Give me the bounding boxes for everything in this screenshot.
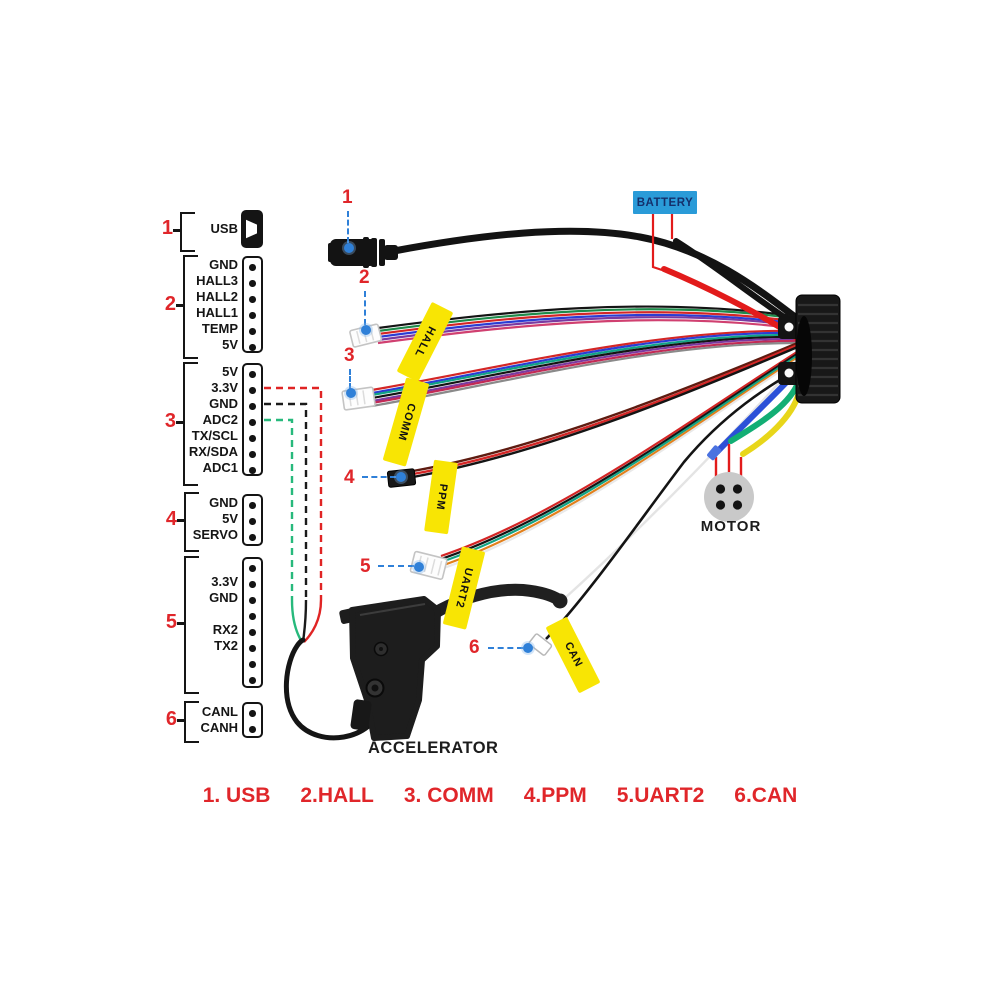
pin-label: GND: [209, 495, 238, 510]
legend-item: 1. USB: [202, 784, 271, 807]
legend-item: 5.UART2: [616, 784, 705, 807]
bracket-tick: [177, 719, 184, 722]
throttle-cable: [283, 637, 386, 741]
pin-label: ADC1: [202, 460, 238, 475]
pin-label: TEMP: [201, 321, 238, 336]
bracket-tick: [177, 622, 184, 625]
pin-label: RX/SDA: [188, 444, 238, 459]
callout-dot-3: [346, 388, 356, 398]
group-number-6: 6: [165, 708, 177, 730]
pin-label: HALL3: [196, 273, 238, 288]
group-bracket-1: [180, 212, 195, 252]
uart2-plug: [409, 550, 448, 580]
pin-label: RX2: [212, 622, 238, 637]
pin-label: HALL2: [196, 289, 238, 304]
callout-line-4: [362, 476, 396, 478]
pin-label: SERVO: [192, 527, 238, 542]
usb-port-icon: [241, 210, 263, 248]
group-number-4: 4: [165, 508, 177, 530]
pin-label: 5V: [222, 511, 238, 526]
callout-line-6: [488, 647, 523, 649]
legend-item: 2.HALL: [300, 784, 374, 807]
pin-connector-3: [242, 363, 263, 476]
pin-connector-4: [242, 494, 263, 546]
pin-label: GND: [209, 257, 238, 272]
motor-blue-band: [707, 445, 722, 461]
bracket-tick: [176, 304, 183, 307]
usb-cable: [328, 227, 803, 324]
callout-dot-1: [344, 243, 354, 253]
pin-connector-5: [242, 557, 263, 688]
motor-label: MOTOR: [700, 518, 762, 535]
pin-label: GND: [209, 590, 238, 605]
group-number-2: 2: [164, 293, 176, 315]
pin-connector-2: [242, 256, 263, 353]
legend: 1. USB 2.HALL 3. COMM 4.PPM 5.UART2 6.CA…: [0, 784, 1000, 808]
bracket-tick: [177, 519, 184, 522]
pin-label: GND: [209, 396, 238, 411]
callout-dot-2: [361, 325, 371, 335]
pin-label: CANL: [201, 704, 238, 719]
callout-line-5: [378, 565, 414, 567]
legend-item: 3. COMM: [403, 784, 494, 807]
white-wire: [564, 359, 801, 599]
pin-label: 5V: [222, 337, 238, 352]
bracket-tick: [173, 229, 180, 232]
uart2-wires: [440, 349, 801, 571]
bracket-tick: [176, 421, 183, 424]
hall-plug: [349, 323, 383, 348]
group-bracket-2: [183, 255, 198, 359]
callout-number-2: 2: [359, 267, 370, 288]
callout-line-1: [347, 211, 349, 243]
callout-dot-6: [523, 643, 533, 653]
legend-item: 6.CAN: [734, 784, 798, 807]
controller-box: [778, 294, 841, 404]
callout-line-2: [364, 291, 366, 325]
pin-label: TX2: [214, 638, 238, 653]
callout-line-3: [349, 369, 351, 389]
throttle-signal-wires: [264, 386, 323, 643]
group-bracket-3: [183, 362, 198, 486]
pin-connector-6: [242, 702, 263, 738]
callout-number-6: 6: [469, 637, 480, 658]
accelerator-label: ACCELERATOR: [368, 739, 499, 757]
pin-label: 5V: [222, 364, 238, 379]
group-number-1: 1: [161, 217, 173, 239]
callout-number-4: 4: [344, 467, 355, 488]
motor-connector: [704, 472, 754, 522]
legend-item: 4.PPM: [523, 784, 587, 807]
group-bracket-4: [184, 492, 199, 552]
callout-number-5: 5: [360, 556, 371, 577]
group-number-3: 3: [164, 410, 176, 432]
pin-label: 3.3V: [211, 574, 238, 589]
group-bracket-5: [184, 556, 199, 694]
pin-label: HALL1: [196, 305, 238, 320]
callout-dot-4: [396, 472, 406, 482]
pin-label: CANH: [200, 720, 238, 735]
can-wire: [545, 366, 801, 640]
pin-label: ADC2: [202, 412, 238, 427]
callout-number-1: 1: [342, 187, 353, 208]
can-connector: [528, 633, 553, 656]
ppm-wires: [412, 340, 801, 479]
group-number-5: 5: [165, 611, 177, 633]
callout-number-3: 3: [344, 345, 355, 366]
group-bracket-6: [184, 701, 199, 743]
pin-label: 3.3V: [211, 380, 238, 395]
pin-label: TX/SCL: [191, 428, 238, 443]
battery-label: BATTERY: [633, 191, 697, 214]
pin-label: USB: [210, 221, 238, 236]
callout-dot-5: [414, 562, 424, 572]
